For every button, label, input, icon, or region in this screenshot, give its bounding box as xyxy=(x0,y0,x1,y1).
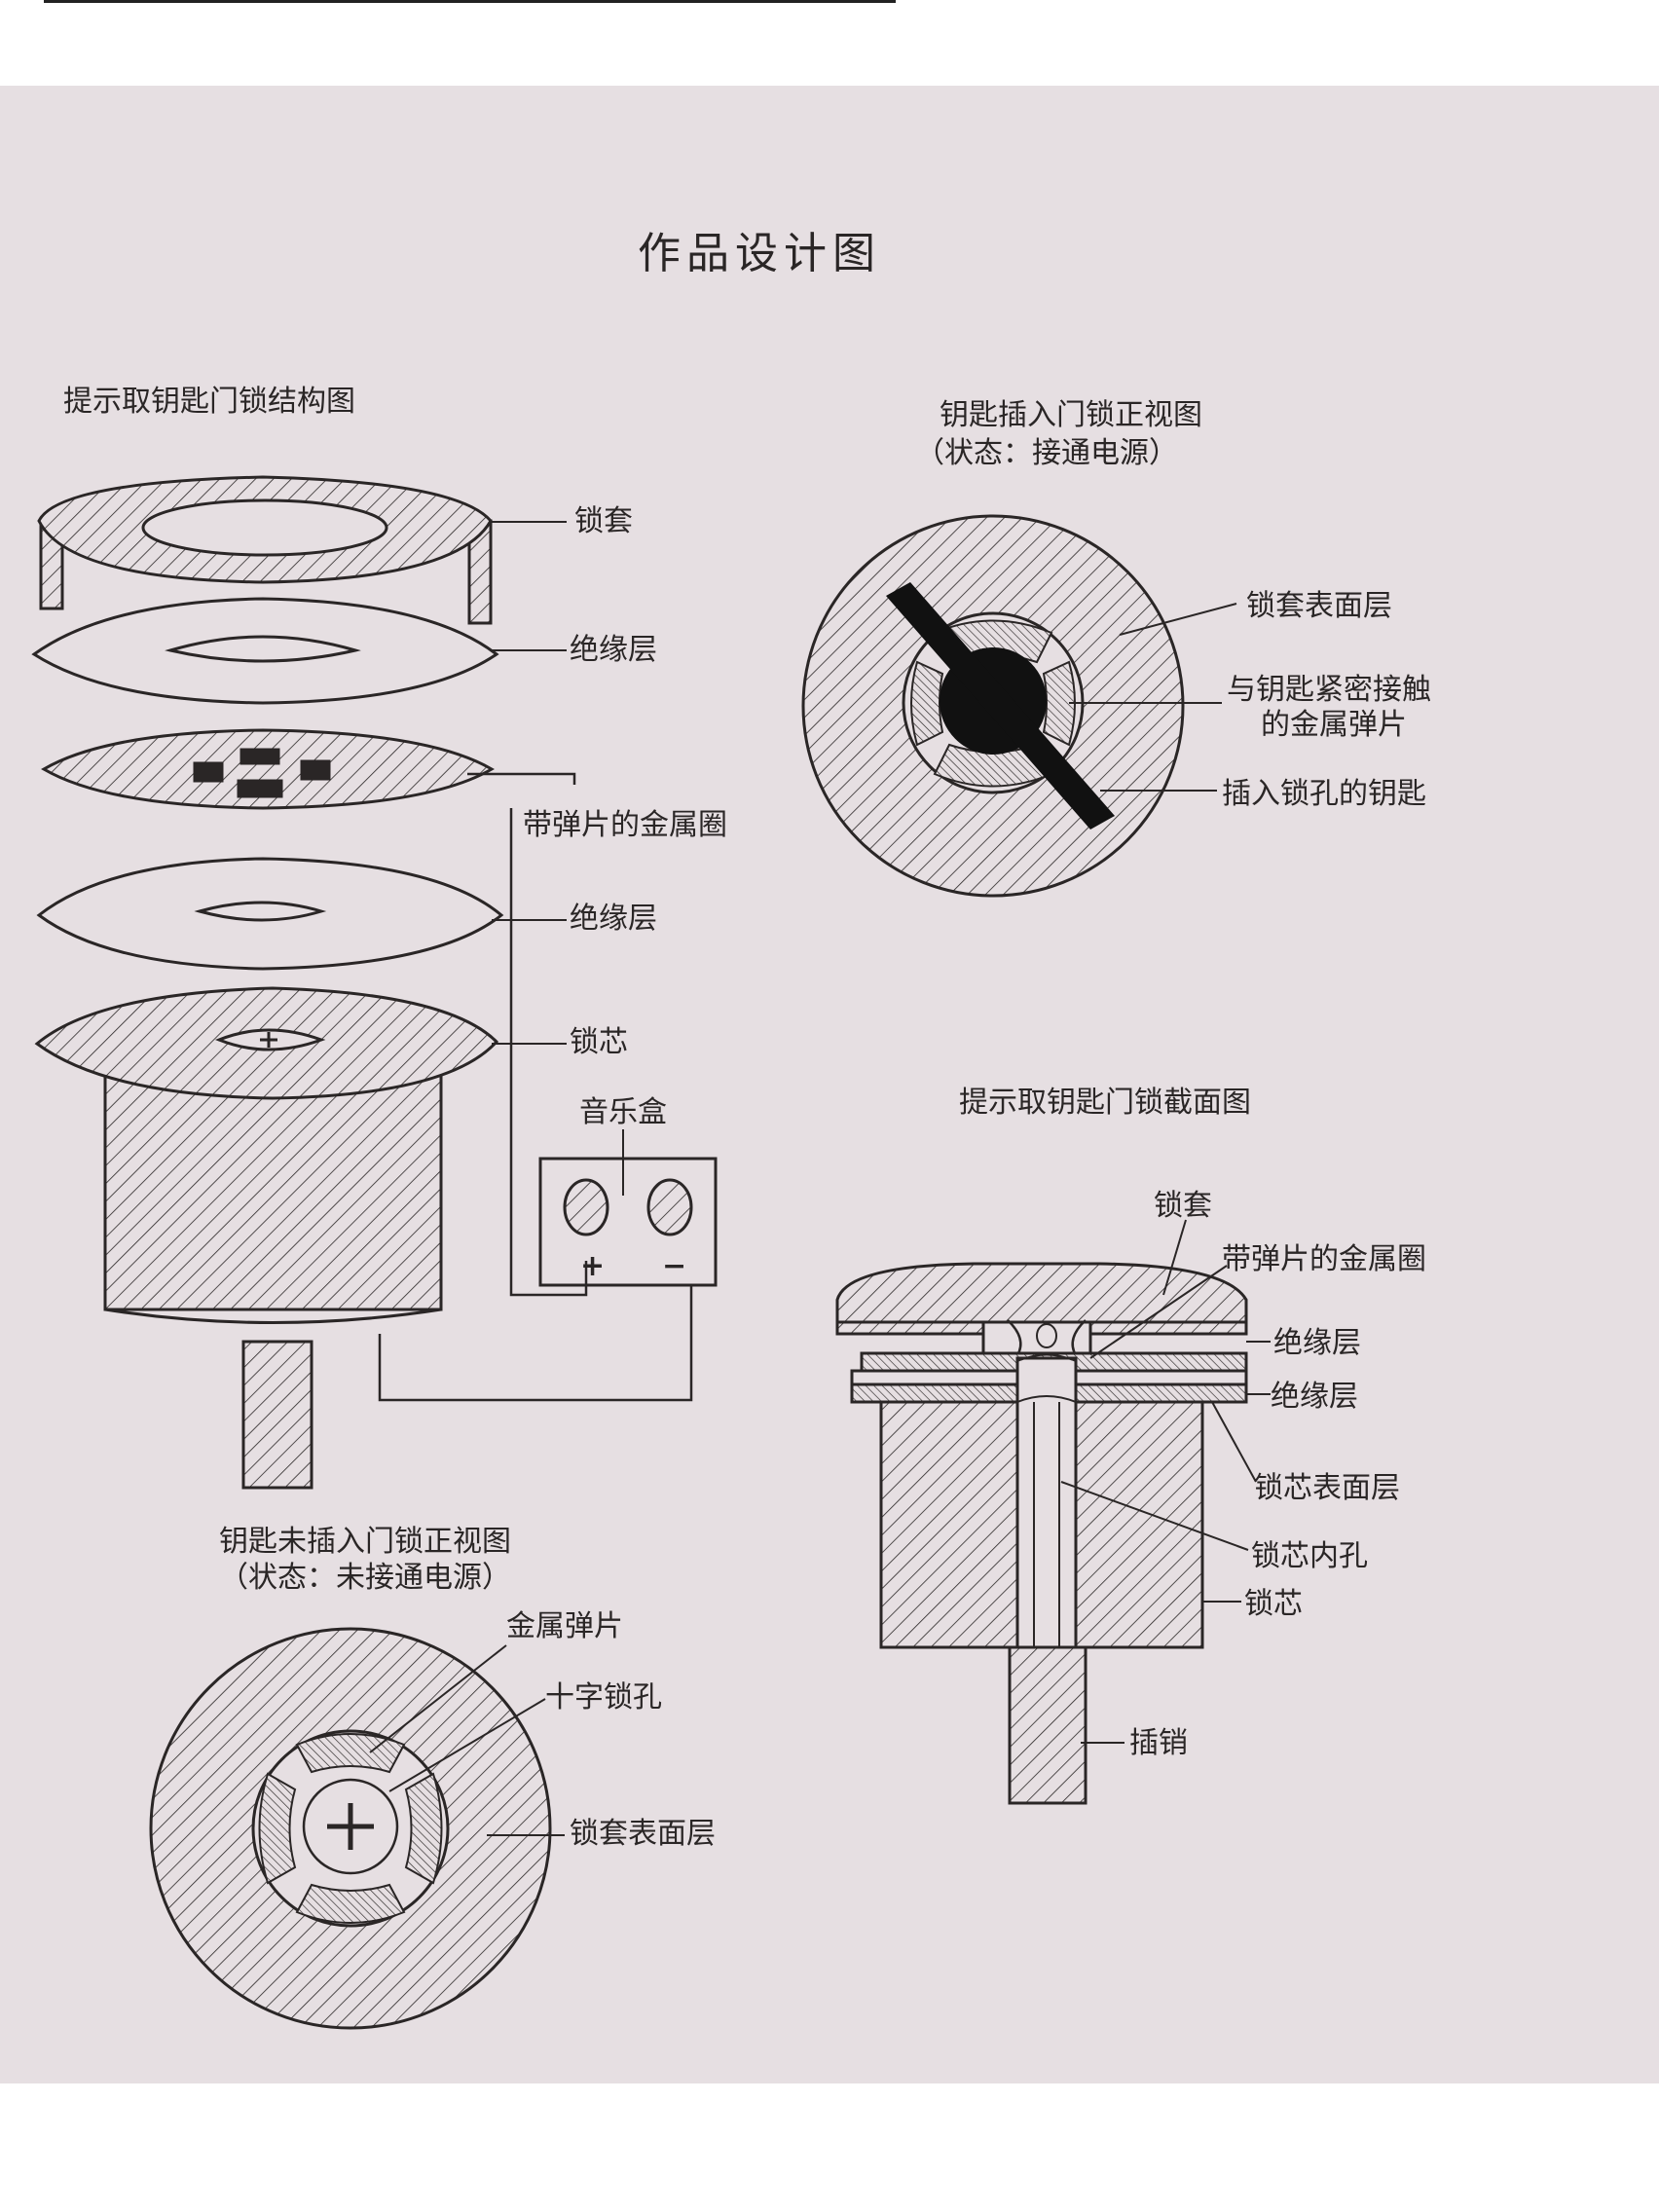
label-inserted-key: 插入锁孔的钥匙 xyxy=(1222,777,1426,811)
insulation-layer-1 xyxy=(31,597,499,705)
label-section-pin: 插销 xyxy=(1129,1726,1188,1760)
exploded-structure xyxy=(31,475,718,1490)
label-inserted-sleeve-surface: 锁套表面层 xyxy=(1246,589,1392,623)
label-insulation-1: 绝缘层 xyxy=(570,633,657,667)
label-insulation-2: 绝缘层 xyxy=(570,902,657,936)
label-music-box: 音乐盒 xyxy=(579,1095,667,1129)
top-rule xyxy=(44,0,896,3)
label-empty-sleeve-surface: 锁套表面层 xyxy=(570,1817,716,1851)
lock-core-part xyxy=(34,986,499,1490)
section-view xyxy=(835,1219,1271,1805)
label-empty-cross-hole: 十字锁孔 xyxy=(545,1680,662,1714)
inserted-front-view xyxy=(801,514,1237,898)
inserted-view-heading: 钥匙插入门锁正视图 xyxy=(940,398,1202,432)
empty-view-state: （状态：未接通电源） xyxy=(219,1561,511,1595)
label-section-insulation-2: 绝缘层 xyxy=(1271,1380,1358,1414)
label-minus-terminal: − xyxy=(662,1249,686,1283)
page-title: 作品设计图 xyxy=(638,229,881,278)
metal-ring-with-springs xyxy=(41,728,495,810)
music-box xyxy=(538,1129,718,1287)
label-section-sleeve: 锁套 xyxy=(1154,1189,1212,1223)
label-section-metal-ring: 带弹片的金属圈 xyxy=(1222,1242,1426,1276)
structure-heading: 提示取钥匙门锁结构图 xyxy=(63,385,355,419)
label-inserted-springs-line2: 的金属弹片 xyxy=(1261,708,1407,742)
section-heading: 提示取钥匙门锁截面图 xyxy=(959,1086,1251,1120)
label-section-core-surface: 锁芯表面层 xyxy=(1254,1471,1400,1505)
inserted-view-state: （状态：接通电源） xyxy=(915,436,1178,470)
label-inserted-springs-line1: 与钥匙紧密接触 xyxy=(1227,673,1431,707)
label-section-core: 锁芯 xyxy=(1244,1587,1303,1621)
label-empty-springs: 金属弹片 xyxy=(506,1609,623,1643)
label-plus-terminal: + xyxy=(580,1249,605,1283)
label-section-insulation-1: 绝缘层 xyxy=(1273,1326,1361,1360)
circuit-wires xyxy=(378,772,693,1402)
label-lock-core: 锁芯 xyxy=(570,1025,628,1059)
label-section-core-hole: 锁芯内孔 xyxy=(1251,1539,1368,1573)
structure-leaders xyxy=(489,521,567,1045)
label-metal-ring: 带弹片的金属圈 xyxy=(523,808,727,842)
empty-view-heading: 钥匙未插入门锁正视图 xyxy=(219,1525,511,1559)
insulation-layer-2 xyxy=(36,857,504,971)
label-lock-sleeve: 锁套 xyxy=(574,504,633,538)
empty-front-view xyxy=(149,1627,565,2030)
